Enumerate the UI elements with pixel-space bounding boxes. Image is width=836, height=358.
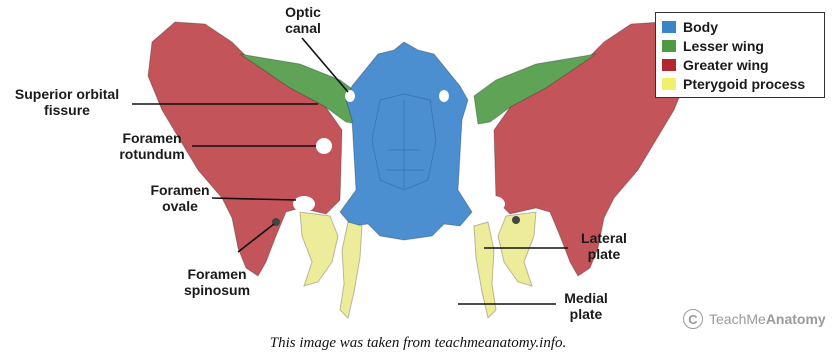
copyright-icon: C — [683, 309, 703, 329]
watermark-brand-bold: Anatomy — [766, 311, 826, 327]
legend-label-pterygoid-process: Pterygoid process — [683, 76, 805, 92]
medial-plate-left — [340, 222, 362, 318]
foramen-spinosum-right — [512, 216, 520, 224]
label-optic-canal: Optic canal — [270, 4, 336, 36]
label-lateral-plate: Lateral plate — [572, 230, 636, 262]
optic-canal-left — [345, 90, 355, 102]
watermark-brand-light: TeachMe — [709, 311, 766, 327]
foramen-rotundum-right — [462, 138, 478, 154]
legend-item-lesser-wing: Lesser wing — [662, 36, 818, 55]
legend-item-greater-wing: Greater wing — [662, 55, 818, 74]
legend-item-pterygoid-process: Pterygoid process — [662, 74, 818, 93]
legend-label-lesser-wing: Lesser wing — [683, 38, 764, 54]
label-foramen-rotundum: Foramen rotundum — [112, 130, 192, 162]
label-superior-orbital-fissure: Superior orbital fissure — [6, 86, 128, 118]
legend-swatch-greater-wing — [662, 59, 676, 71]
image-caption: This image was taken from teachmeanatomy… — [0, 335, 836, 352]
legend-item-body: Body — [662, 17, 818, 36]
foramen-ovale-left — [293, 196, 315, 212]
legend-label-body: Body — [683, 19, 718, 35]
legend: Body Lesser wing Greater wing Pterygoid … — [655, 12, 825, 98]
legend-swatch-body — [662, 21, 676, 33]
legend-swatch-pterygoid-process — [662, 78, 676, 90]
legend-label-greater-wing: Greater wing — [683, 57, 769, 73]
lateral-plate-left — [300, 212, 338, 286]
label-foramen-spinosum: Foramen spinosum — [176, 266, 258, 298]
label-medial-plate: Medial plate — [556, 290, 616, 322]
body — [340, 42, 472, 240]
optic-canal-right — [439, 90, 449, 102]
foramen-ovale-right — [483, 196, 505, 212]
legend-swatch-lesser-wing — [662, 40, 676, 52]
label-foramen-ovale: Foramen ovale — [144, 182, 216, 214]
foramen-rotundum-left — [316, 138, 332, 154]
